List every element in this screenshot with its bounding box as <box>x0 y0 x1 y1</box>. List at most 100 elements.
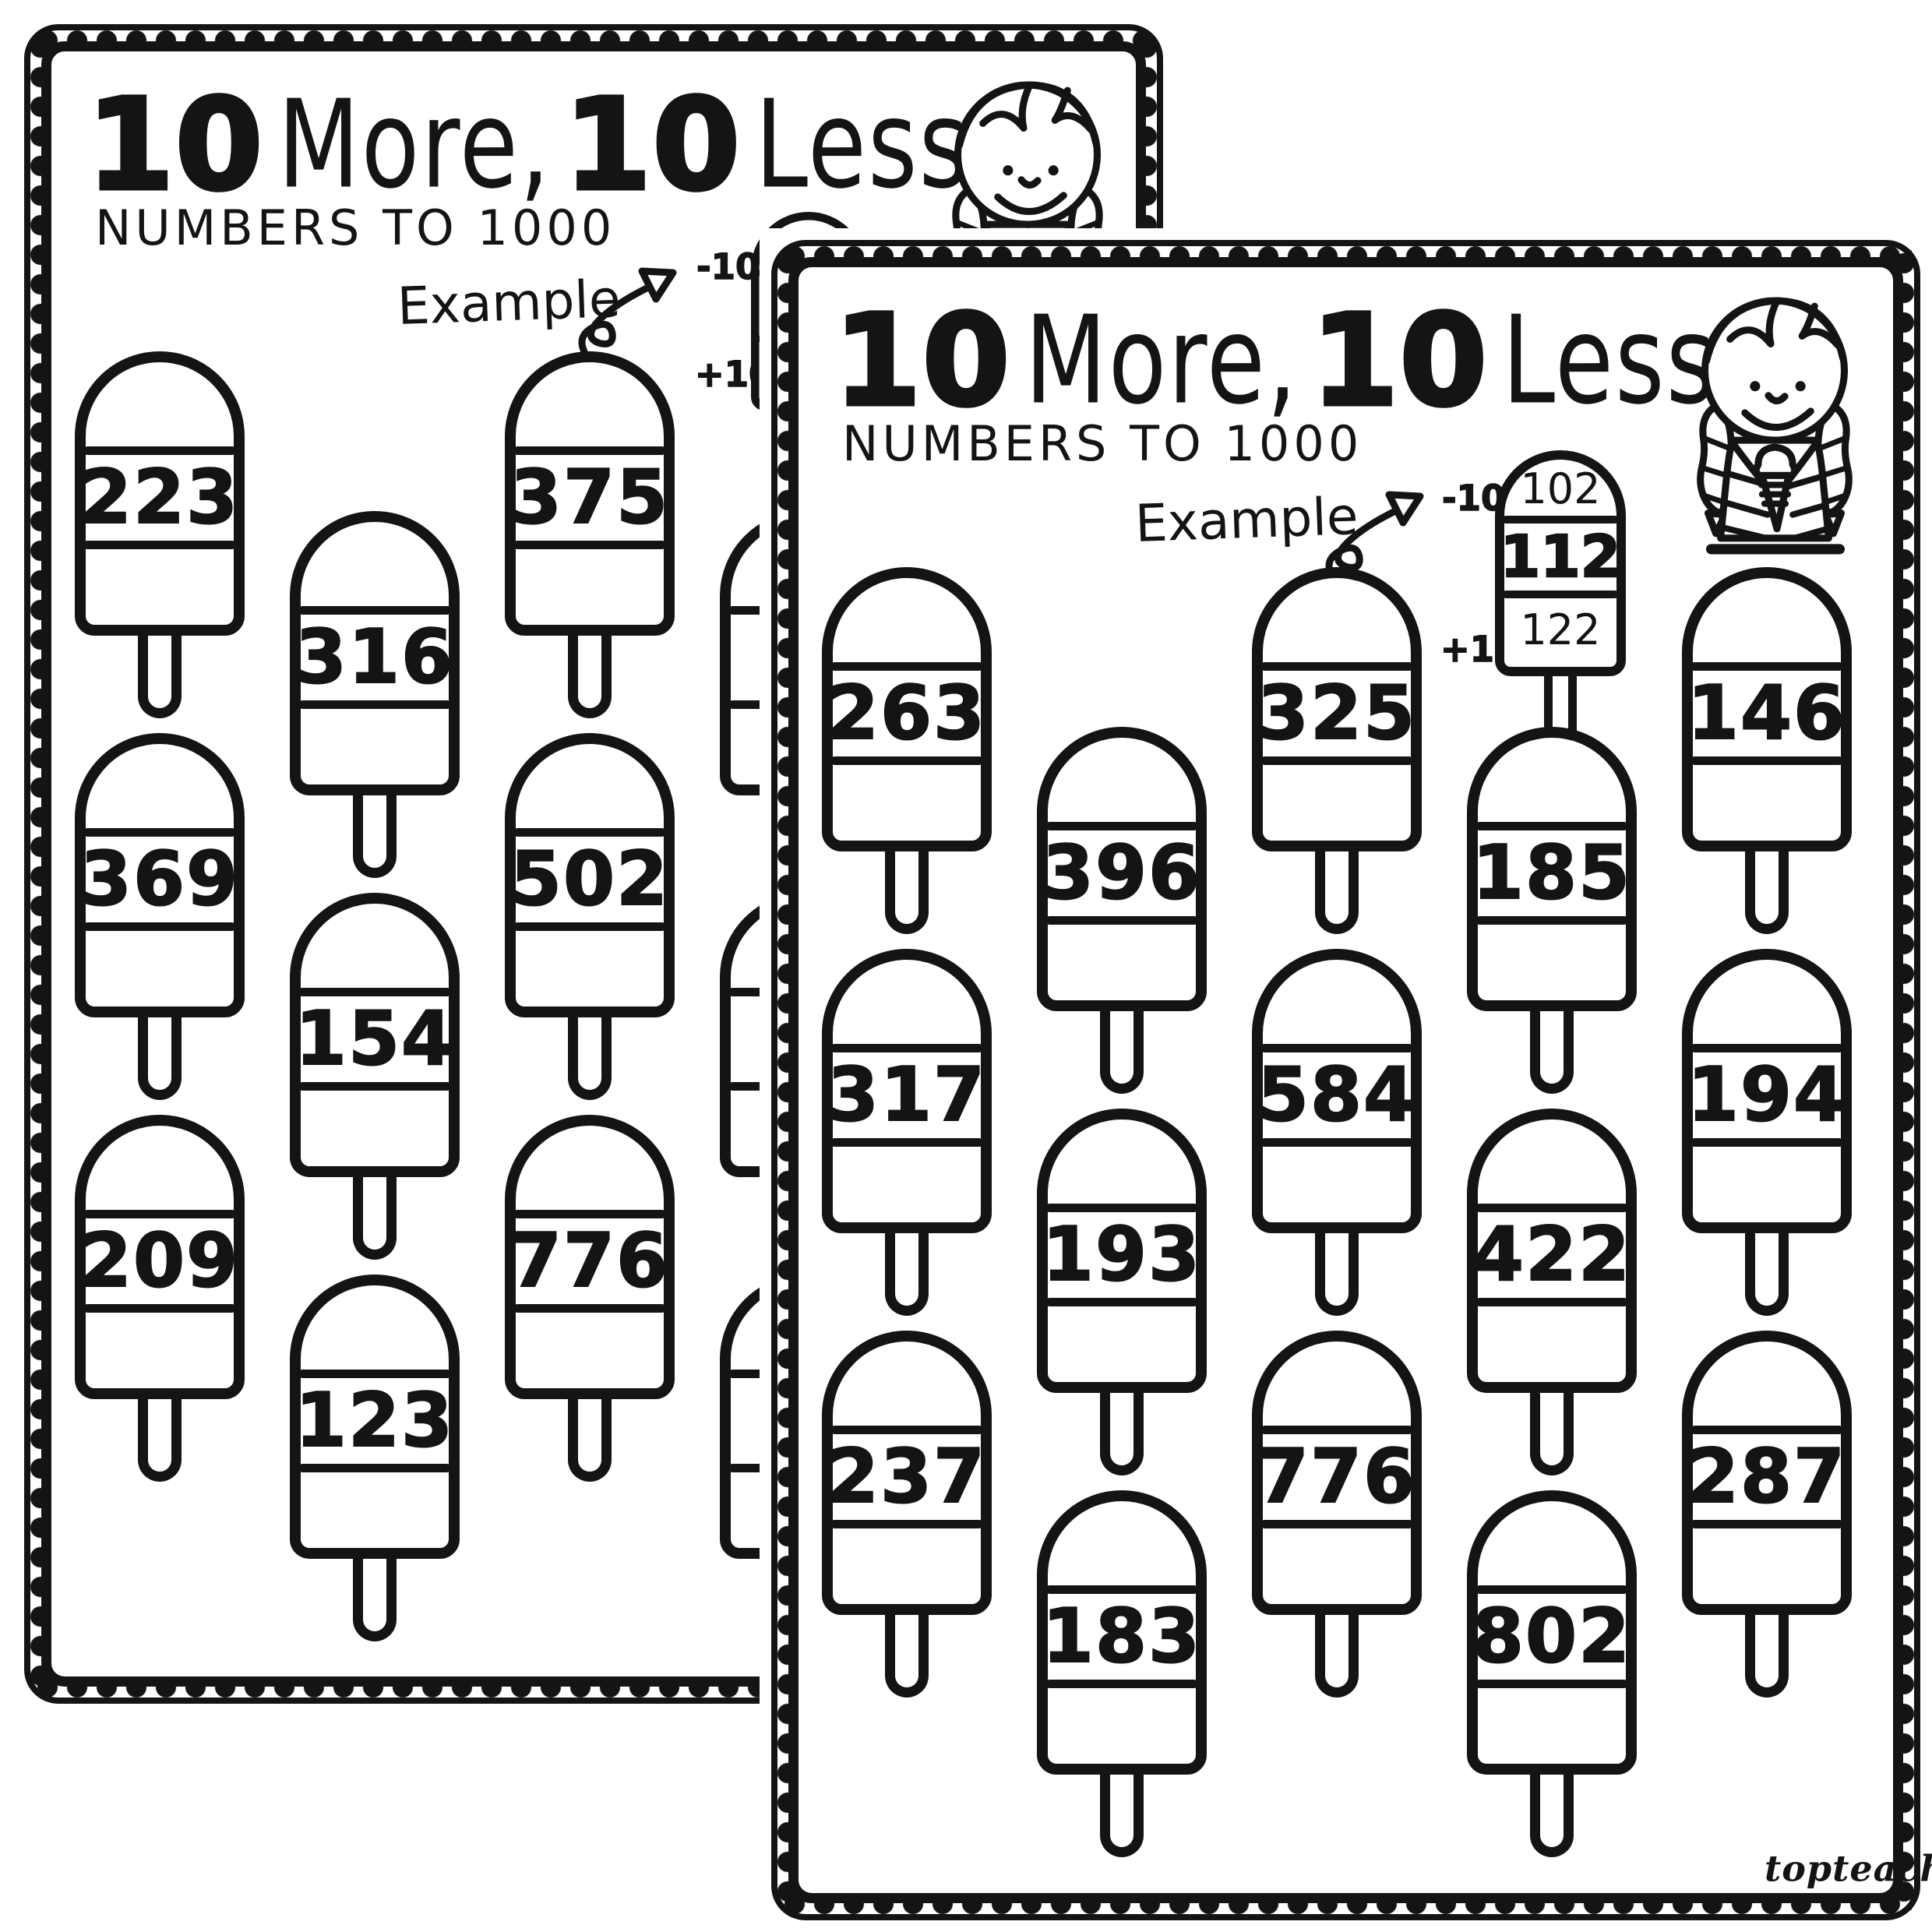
popsicle: 369 <box>75 733 245 1100</box>
popsicle-body: 317 <box>822 949 992 1233</box>
popsicle-body: 209 <box>75 1115 245 1399</box>
title-word: More, <box>1024 289 1299 432</box>
popsicle-number: 396 <box>1042 830 1202 917</box>
popsicle-body: 154 <box>290 893 460 1177</box>
popsicle-divider-line <box>830 1044 983 1052</box>
popsicle-divider-line <box>1045 822 1198 830</box>
popsicle-divider-line <box>830 1426 983 1434</box>
popsicle-stick <box>1315 1229 1359 1316</box>
popsicle-stick <box>1100 1770 1144 1857</box>
popsicle-divider-line <box>1045 1204 1198 1212</box>
popsicle: 237 <box>822 1331 992 1698</box>
topteacher-logo: topteacher♥ <box>1765 1847 1932 1889</box>
popsicle-divider-line <box>1475 1298 1628 1306</box>
popsicle-divider-line <box>1475 916 1628 925</box>
popsicle-stick <box>1530 1388 1574 1475</box>
popsicle-divider-line <box>83 828 236 837</box>
popsicle-body: 325 <box>1252 567 1422 851</box>
title-number: 10 <box>1309 288 1489 435</box>
popsicle-number: 183 <box>1042 1593 1202 1680</box>
popsicle-divider-line <box>513 1210 666 1218</box>
popsicle-stick <box>1530 1770 1574 1857</box>
popsicle-number: 237 <box>827 1433 987 1521</box>
popsicle-body: 287 <box>1682 1331 1852 1615</box>
popsicle: 422 <box>1467 1109 1637 1475</box>
popsicle-number: 287 <box>1687 1433 1847 1521</box>
popsicle-divider-line <box>1260 756 1413 765</box>
popsicle-divider-line <box>83 1304 236 1313</box>
popsicle: 223 <box>75 351 245 718</box>
popsicle-divider-line <box>83 446 236 455</box>
popsicle-divider-line <box>1690 1138 1843 1147</box>
popsicle-stick <box>1745 1610 1789 1698</box>
popsicle-body: 237 <box>822 1331 992 1615</box>
popsicle: 325 <box>1252 567 1422 934</box>
popsicle-divider-line <box>1475 1204 1628 1212</box>
example-popsicle: 102 112 122 <box>1495 450 1626 759</box>
popsicle-divider-line <box>1045 1680 1198 1688</box>
popsicle-stick <box>353 1554 397 1641</box>
popsicle-number: 209 <box>79 1218 240 1305</box>
popsicle-body: 396 <box>1037 727 1207 1011</box>
popsicle-divider-line <box>83 1210 236 1218</box>
popsicle-divider-line <box>830 756 983 765</box>
popsicle-number: 375 <box>509 454 670 541</box>
popsicle-divider-line <box>1260 1520 1413 1528</box>
popsicle-divider-line <box>298 700 451 709</box>
popsicle-stick <box>353 1172 397 1260</box>
popsicle: 193 <box>1037 1109 1207 1475</box>
popsicle-body: 584 <box>1252 949 1422 1233</box>
popsicle-divider-line <box>1690 1044 1843 1052</box>
popsicle: 502 <box>505 733 675 1100</box>
popsicle-stick <box>1100 1007 1144 1094</box>
popsicle: 123 <box>290 1274 460 1641</box>
popsicle-number: 776 <box>1257 1433 1417 1521</box>
popsicle-number: 422 <box>1472 1211 1632 1299</box>
popsicle-stick <box>1745 847 1789 934</box>
popsicle: 194 <box>1682 949 1852 1316</box>
popsicle-number: 325 <box>1257 670 1417 757</box>
popsicle-stick <box>885 847 929 934</box>
popsicle-body: 185 <box>1467 727 1637 1011</box>
popsicle-divider-line <box>298 1082 451 1091</box>
popsicle-divider-line <box>1502 516 1619 524</box>
popsicle-body: 375 <box>505 351 675 636</box>
popsicle: 776 <box>505 1115 675 1482</box>
popsicle-number: 194 <box>1687 1052 1847 1139</box>
popsicle-number: 584 <box>1257 1052 1417 1139</box>
popsicle: 375 <box>505 351 675 718</box>
popsicle: 317 <box>822 949 992 1316</box>
popsicle-divider-line <box>1502 591 1619 598</box>
popsicle: 776 <box>1252 1331 1422 1698</box>
title-number: 10 <box>831 288 1011 435</box>
popsicle-number: 223 <box>79 454 240 541</box>
popsicle: 584 <box>1252 949 1422 1316</box>
popsicle-number: 802 <box>1472 1593 1632 1680</box>
popsicle-stick <box>885 1229 929 1316</box>
popsicle: 802 <box>1467 1490 1637 1857</box>
popsicle-divider-line <box>1260 662 1413 671</box>
example-ten-more-value: 122 <box>1520 605 1601 654</box>
popsicle-number: 146 <box>1687 670 1847 757</box>
popsicle-divider-line <box>1690 1520 1843 1528</box>
popsicle: 154 <box>290 893 460 1260</box>
popsicle-divider-line <box>1690 756 1843 765</box>
page-subtitle: NUMBERS TO 1000 <box>842 415 1363 472</box>
popsicle-body: 802 <box>1467 1490 1637 1775</box>
popsicle-body: 776 <box>1252 1331 1422 1615</box>
popsicle-number: 317 <box>827 1052 987 1139</box>
popsicle-number: 193 <box>1042 1211 1202 1299</box>
popsicle-divider-line <box>1260 1044 1413 1052</box>
popsicle-number: 185 <box>1472 830 1632 917</box>
popsicle: 146 <box>1682 567 1852 934</box>
popsicle-stick <box>138 1013 182 1100</box>
page-subtitle: NUMBERS TO 1000 <box>95 199 616 256</box>
popsicle-divider-line <box>298 1370 451 1378</box>
popsicle-body: 316 <box>290 511 460 795</box>
popsicle-divider-line <box>1045 1298 1198 1306</box>
popsicle-stick <box>885 1610 929 1698</box>
